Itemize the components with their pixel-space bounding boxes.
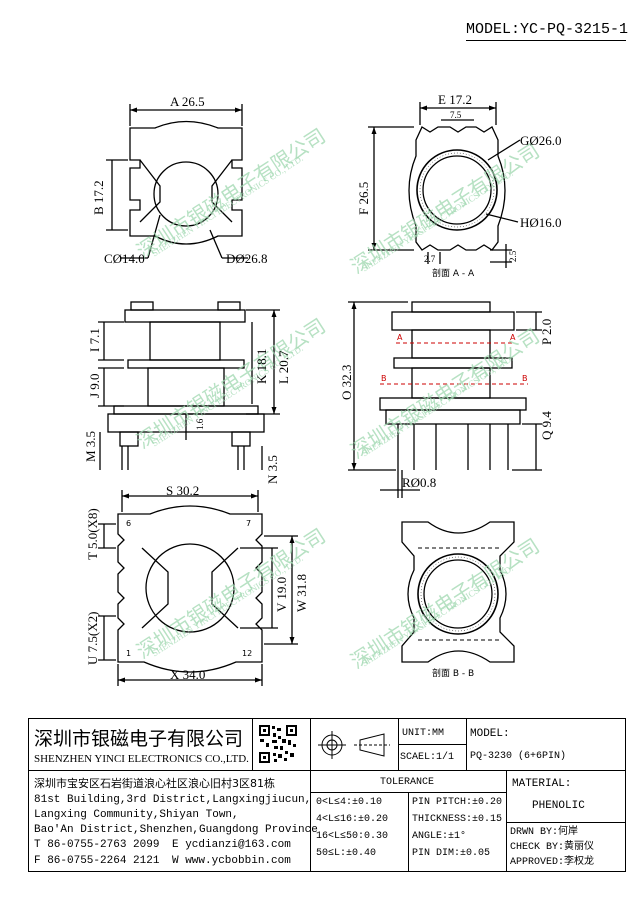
dim-i: I 7.1: [87, 328, 102, 352]
side-section-view: [379, 301, 527, 470]
tol-row-1: 0<L≤4:±0.10: [316, 797, 383, 808]
dim-a: A 26.5: [170, 94, 205, 109]
dim-j: J 9.0: [87, 373, 102, 398]
dim-h: HØ16.0: [520, 215, 562, 230]
dim-s: S 30.2: [166, 483, 200, 498]
fax: F 86-0755-2264 2121: [34, 855, 160, 867]
scale-label: SCAEL:1/1: [400, 752, 455, 763]
tb-vdiv-3: [466, 718, 467, 770]
dim-7-5: 7.5: [450, 110, 462, 120]
dim-v: V 19.0: [274, 576, 289, 612]
section-mark-b-left: B: [381, 374, 387, 383]
tb-tol-line: [310, 792, 506, 793]
dim-p: P 2.0: [539, 318, 554, 345]
drawn-by: DRWN BY:何岸: [510, 827, 579, 838]
address-en-1: 81st Building,3rd District,Langxingjiucu…: [34, 794, 312, 806]
section-mark-a-right: A: [510, 333, 516, 342]
dim-2-7: 2.7: [424, 254, 436, 264]
check-by: CHECK BY:黄丽仪: [510, 842, 595, 853]
tol-pin-pitch: PIN PITCH:±0.20: [412, 797, 503, 808]
dim-f: F 26.5: [356, 181, 371, 215]
dim-1-6: 1.6: [195, 418, 205, 430]
model-title: MODEL:YC-PQ-3215-1: [466, 21, 629, 38]
dim-e: E 17.2: [438, 92, 472, 107]
dim-u: U 7.5(X2): [85, 611, 100, 665]
title-block: [28, 718, 626, 872]
tb-vdiv-4: [506, 770, 507, 872]
dim-t: T 5.0(X8): [85, 508, 100, 560]
tol-angle: ANGLE:±1°: [412, 831, 467, 842]
dim-r: RØ0.8: [402, 475, 437, 490]
section-b-label: 剖面 B - B: [432, 669, 475, 679]
company-name-en: SHENZHEN YINCI ELECTRONICS CO.,LTD.: [34, 753, 249, 765]
address-en-2: Langxing Community,Shiyan Town,: [34, 809, 239, 821]
unit-label: UNIT:MM: [402, 728, 445, 739]
address-cn: 深圳市宝安区石岩街道浪心社区浪心旧村3区81栋: [34, 777, 275, 790]
side-view: [107, 301, 265, 470]
dim-c: CØ14.0: [104, 251, 145, 266]
pin-label-7: 7: [246, 519, 252, 528]
model-label: MODEL:: [470, 728, 510, 740]
dim-w: W 31.8: [294, 573, 309, 612]
section-a-label: 剖面 A - A: [432, 269, 475, 279]
pin-label-1: 1: [126, 649, 132, 658]
material-label: MATERIAL:: [512, 778, 572, 790]
material-value: PHENOLIC: [532, 800, 585, 812]
section-mark-a-left: A: [397, 333, 403, 342]
pin-label-6: 6: [126, 519, 132, 528]
title-underline: [466, 40, 626, 41]
tol-thickness: THICKNESS:±0.15: [412, 814, 503, 825]
bottom-view-outline: [117, 505, 263, 673]
tol-row-3: 16<L≤50:0.30: [316, 831, 389, 842]
model-value: PQ-3230 (6+6PIN): [470, 751, 567, 762]
dim-m: M 3.5: [83, 430, 98, 462]
email: E ycdianzi@163.com: [172, 839, 291, 851]
tol-pin-dim: PIN DIM:±0.05: [412, 848, 491, 859]
approved-by: APPROVED:李权龙: [510, 857, 595, 868]
dim-l: L 20.7: [276, 350, 291, 384]
technical-drawing: [98, 102, 542, 686]
dim-n: N 3.5: [265, 455, 280, 484]
company-name-cn: 深圳市银磁电子有限公司: [34, 728, 244, 750]
tel: T 86-0755-2763 2099: [34, 839, 160, 851]
tol-row-4: 50≤L:±0.40: [316, 848, 377, 859]
section-b-view: [401, 521, 515, 663]
website: W www.ycbobbin.com: [172, 855, 291, 867]
tb-unit-line: [398, 744, 466, 745]
projection-symbol-icon: [318, 731, 390, 759]
tb-mat-line: [506, 822, 626, 823]
dim-o: O 32.3: [339, 364, 354, 400]
tb-qr-div: [252, 718, 253, 770]
section-cut-lines: [380, 342, 528, 385]
dim-b: B 17.2: [91, 180, 106, 215]
qr-code-icon: [258, 724, 298, 764]
tb-divider: [28, 770, 626, 771]
pin-label-12: 12: [242, 649, 253, 658]
dim-g: GØ26.0: [520, 133, 562, 148]
section-mark-b-right: B: [522, 374, 528, 383]
dim-q: Q 9.4: [539, 411, 554, 440]
dim-x: X 34.0: [170, 667, 206, 682]
address-en-3: Bao'An District,Shenzhen,Guangdong Provi…: [34, 824, 318, 836]
tb-vdiv-1: [310, 718, 311, 872]
tb-vdiv-5: [408, 792, 409, 872]
tol-row-2: 4<L≤16:±0.20: [316, 814, 389, 825]
dim-2-5: 2.5: [508, 250, 518, 262]
top-view-outline: [129, 120, 243, 245]
dim-k: K 18.1: [254, 348, 269, 384]
dim-d: DØ26.8: [226, 251, 268, 266]
tolerance-header: TOLERANCE: [380, 777, 435, 788]
